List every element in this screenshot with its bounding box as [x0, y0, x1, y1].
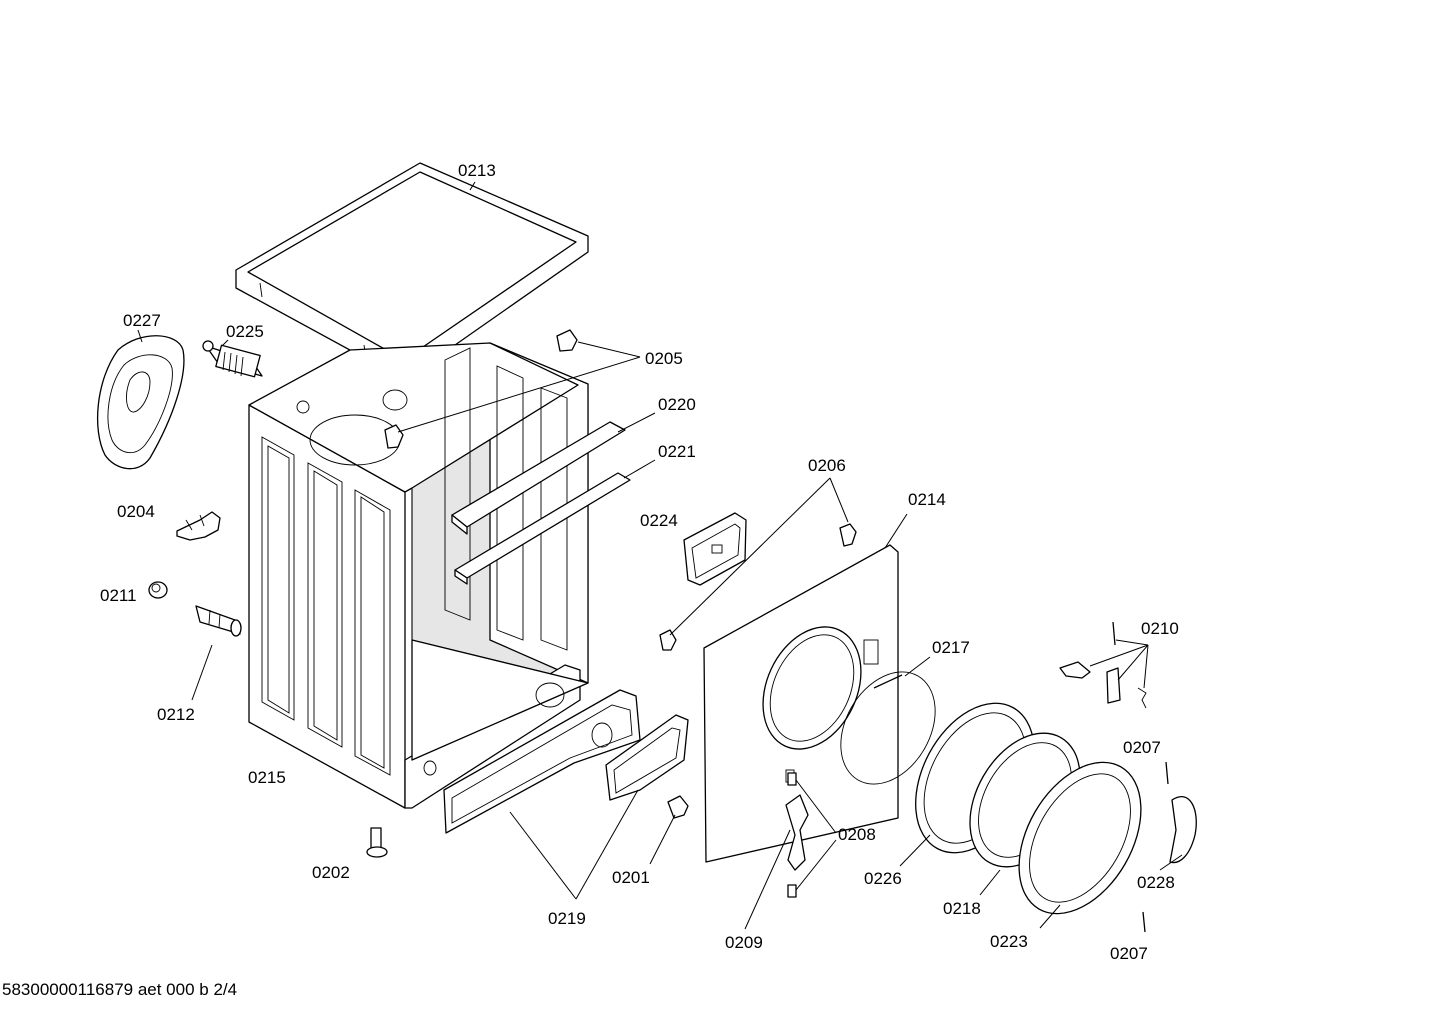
label-0204: 0204 — [117, 502, 155, 521]
part-0209-hinge — [785, 794, 809, 871]
label-0202: 0202 — [312, 863, 350, 882]
part-0225-component — [202, 340, 263, 378]
label-0225: 0225 — [226, 322, 264, 341]
label-0219: 0219 — [548, 909, 586, 928]
part-0213-top-cover — [235, 162, 589, 381]
part-0205-clip — [384, 329, 578, 449]
label-0205: 0205 — [645, 349, 683, 368]
part-0207-pin — [1142, 761, 1169, 933]
part-0202-foot — [366, 827, 388, 858]
label-0207-bottom: 0207 — [1110, 944, 1148, 963]
part-0212-absorber — [195, 605, 242, 637]
part-0221-crossbar — [454, 472, 631, 585]
label-0209: 0209 — [725, 933, 763, 952]
part-0224-door-lock — [683, 512, 747, 586]
label-0208: 0208 — [838, 825, 876, 844]
part-0217-clamp-ring — [840, 671, 936, 785]
part-0228-handle — [1169, 796, 1197, 864]
part-0210-latch — [1059, 621, 1147, 709]
part-0204-bracket — [176, 511, 221, 541]
part-0219-cover — [605, 714, 689, 801]
label-0201: 0201 — [612, 868, 650, 887]
label-0215: 0215 — [248, 768, 286, 787]
label-0224: 0224 — [640, 511, 678, 530]
label-0214: 0214 — [908, 490, 946, 509]
part-0206-clip — [659, 523, 857, 651]
part-0208-pin — [787, 772, 797, 898]
part-0214-front-panel — [703, 544, 899, 863]
label-0228: 0228 — [1137, 873, 1175, 892]
label-0213: 0213 — [458, 161, 496, 180]
document-id-footer: 58300000116879 aet 000 b 2/4 — [2, 980, 238, 999]
part-0223-door-ring — [1018, 761, 1142, 915]
label-0220: 0220 — [658, 395, 696, 414]
leader-lines — [137, 181, 1183, 930]
label-0217: 0217 — [932, 638, 970, 657]
label-0221: 0221 — [658, 442, 696, 461]
label-0206: 0206 — [808, 456, 846, 475]
part-0201-button — [667, 795, 689, 819]
part-0220-crossbar — [451, 421, 626, 535]
label-0226: 0226 — [864, 869, 902, 888]
label-0207-top: 0207 — [1123, 738, 1161, 757]
label-0218: 0218 — [943, 899, 981, 918]
part-0215-cabinet — [248, 342, 589, 809]
label-0223: 0223 — [990, 932, 1028, 951]
part-0227-rear-cover — [96, 335, 185, 470]
label-0210: 0210 — [1141, 619, 1179, 638]
label-0211: 0211 — [100, 586, 137, 605]
part-labels: 0213 0227 0225 0205 0220 0221 0206 0214 … — [100, 161, 1179, 963]
part-0211-knob — [148, 581, 168, 599]
label-0212: 0212 — [157, 705, 195, 724]
label-0227: 0227 — [123, 311, 161, 330]
